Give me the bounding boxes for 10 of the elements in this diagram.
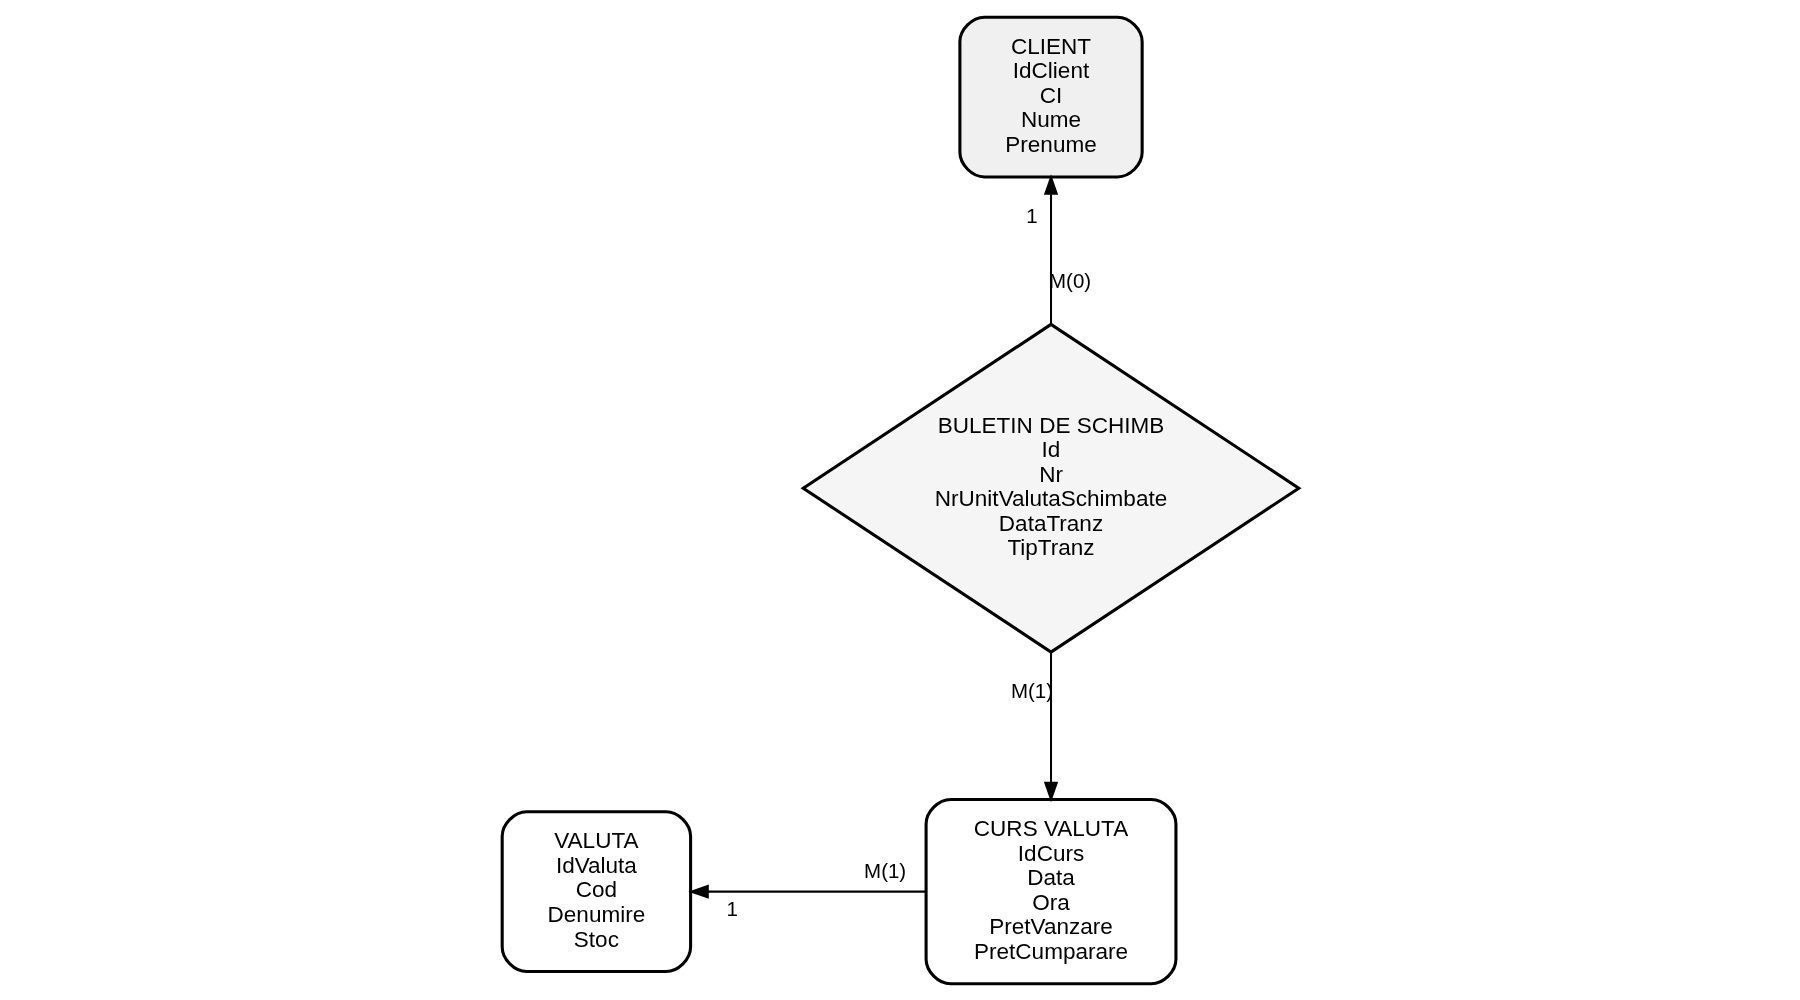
- label: 1: [1025, 203, 1038, 227]
- node-box: CURS VALUTA IdCurs Data Ora PretVanzare PretCumparare: [924, 797, 1177, 985]
- label: 1: [726, 896, 738, 920]
- label: M(1): [863, 858, 906, 882]
- node-box: CLIENT IdClient CI Nume Prenume: [957, 15, 1144, 178]
- arrow: [1043, 651, 1058, 802]
- node-diamond: BULETIN DE SCHIMB Id Nr NrUnitValutaSchimbate DataTranz TipTranz: [799, 322, 1302, 654]
- arrow: [1043, 173, 1058, 324]
- arrow: [687, 883, 926, 899]
- node-box: VALUTA IdValuta Cod Denumire Stoc: [500, 809, 692, 973]
